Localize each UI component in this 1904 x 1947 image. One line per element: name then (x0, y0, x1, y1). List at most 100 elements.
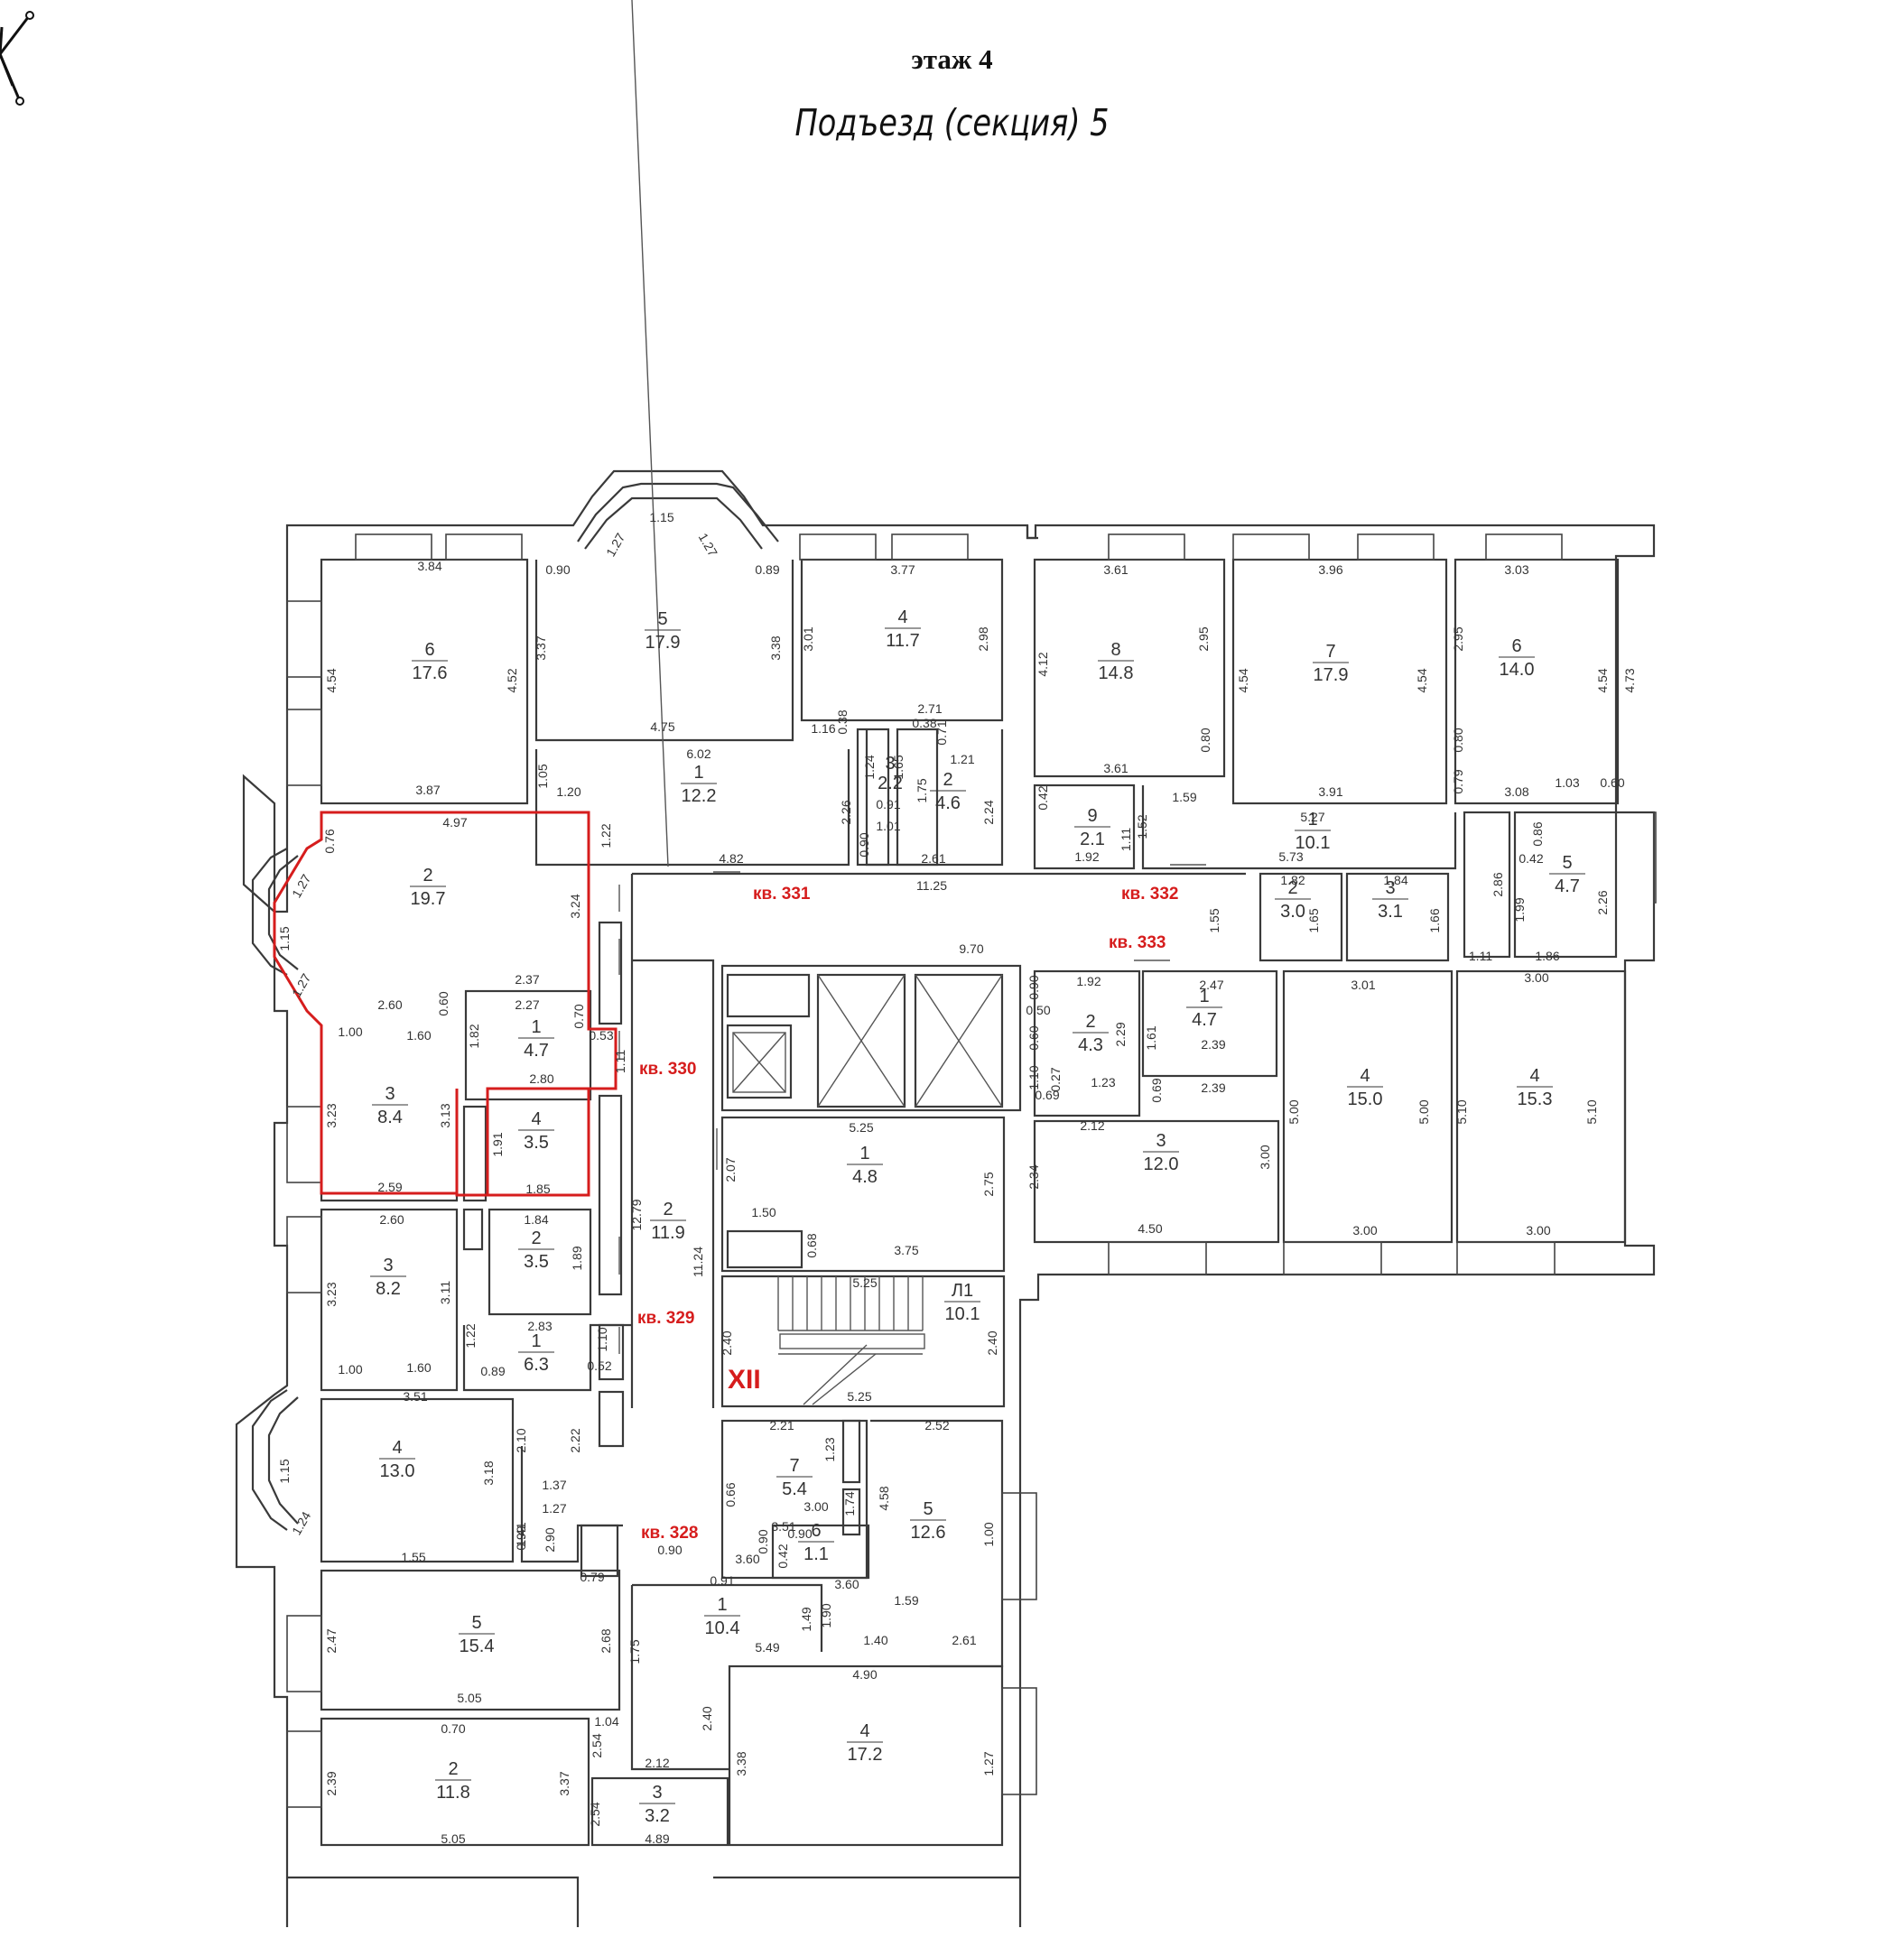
dimension-label: 2.47 (324, 1628, 339, 1653)
svg-text:19.7: 19.7 (411, 889, 446, 909)
dimension-label: 2.60 (379, 1212, 404, 1227)
dimension-label: 4.75 (650, 719, 674, 734)
dimension-label: 0.90 (857, 832, 871, 857)
svg-text:4.3: 4.3 (1078, 1035, 1103, 1055)
dimension-label: 1.60 (406, 1028, 431, 1043)
dimension-label: 2.26 (839, 800, 853, 824)
room-label: 110.4 (704, 1595, 740, 1638)
dimension-label: 0.89 (755, 562, 779, 577)
dimension-label: 3.23 (324, 1282, 339, 1306)
dimension-label: 2.61 (921, 851, 945, 866)
apartment-label-328: кв. 328 (641, 1524, 698, 1543)
dimension-label: 2.80 (529, 1071, 553, 1086)
dimension-label: 1.10 (1026, 1065, 1041, 1089)
interior-walls (287, 558, 1627, 1927)
entrance-title: Подъезд (секция) 5 (794, 101, 1110, 144)
walls (235, 469, 1656, 1927)
dimension-label: 4.97 (442, 815, 467, 830)
dimension-label: 12.79 (629, 1199, 644, 1230)
dimension-label: 1.22 (599, 823, 613, 848)
dimension-label: 1.74 (842, 1491, 857, 1516)
dimension-label: 1.27 (542, 1501, 566, 1516)
dimension-label: 3.60 (834, 1577, 859, 1591)
dimension-label: 2.95 (1451, 626, 1465, 651)
svg-text:2.1: 2.1 (1080, 830, 1105, 849)
dimension-label: 0.90 (1026, 975, 1041, 999)
dimension-label: 3.11 (438, 1281, 452, 1304)
svg-text:3.2: 3.2 (645, 1806, 670, 1826)
dimension-label: 1.99 (1512, 897, 1527, 922)
svg-text:7: 7 (789, 1456, 799, 1476)
svg-text:3.5: 3.5 (524, 1133, 549, 1153)
dimension-label: 3.75 (894, 1243, 918, 1257)
svg-text:3.0: 3.0 (1280, 902, 1305, 922)
dimension-label: 1.92 (1074, 849, 1099, 864)
room-label: 211.9 (650, 1200, 686, 1243)
dimension-label: 0.80 (1198, 728, 1212, 752)
dimension-label: 1.23 (822, 1437, 837, 1461)
room-label: 33.1 (1372, 878, 1408, 922)
dimension-label: 0.60 (1600, 775, 1624, 790)
svg-text:6: 6 (1511, 636, 1521, 656)
dimension-label: 0.86 (1530, 821, 1545, 846)
dimension-label: 1.27 (289, 872, 314, 901)
dimension-label: 3.61 (1103, 562, 1128, 577)
svg-text:4.7: 4.7 (1192, 1010, 1217, 1030)
dimension-label: 2.90 (543, 1527, 557, 1552)
dimension-label: 2.26 (1595, 890, 1610, 914)
room-label: 61.1 (798, 1521, 834, 1564)
dimension-label: 1.04 (594, 1714, 618, 1729)
svg-text:11.7: 11.7 (886, 631, 919, 651)
dimension-label: 0.42 (776, 1544, 790, 1568)
dimension-label: 1.50 (751, 1205, 776, 1219)
svg-text:3: 3 (383, 1256, 393, 1275)
svg-text:2: 2 (1085, 1012, 1095, 1032)
dimension-label: 0.90 (787, 1526, 812, 1541)
dimension-label: 4.54 (324, 668, 339, 692)
svg-text:1: 1 (859, 1144, 869, 1164)
room-label: 517.9 (645, 609, 681, 653)
dimension-label: 2.27 (515, 997, 539, 1012)
svg-text:14.8: 14.8 (1099, 663, 1134, 683)
room-label: 312.0 (1143, 1131, 1179, 1174)
dimension-label: 1.27 (603, 531, 628, 560)
room-label: 417.2 (847, 1721, 883, 1765)
svg-text:6.3: 6.3 (524, 1355, 549, 1375)
dimension-label: 0.89 (480, 1364, 505, 1378)
svg-text:5: 5 (1562, 853, 1572, 873)
dimension-label: 2.39 (324, 1771, 339, 1795)
dimension-label: 1.90 (819, 1603, 833, 1627)
svg-text:8.4: 8.4 (377, 1108, 403, 1127)
dimension-label: 0.76 (322, 829, 337, 853)
dimension-label: 0.27 (1048, 1067, 1063, 1091)
dimension-label: 2.83 (527, 1319, 552, 1333)
svg-text:12.2: 12.2 (682, 786, 717, 806)
dimension-label: 0.50 (1026, 1003, 1050, 1017)
dimension-label: 6.02 (686, 746, 711, 761)
dimension-label: 1.52 (1135, 814, 1149, 839)
svg-text:5.4: 5.4 (782, 1479, 807, 1499)
dimension-label: 3.00 (1526, 1223, 1550, 1238)
dimension-label: 2.21 (769, 1418, 794, 1432)
dimension-label: 2.59 (377, 1180, 402, 1194)
dimension-label: 1.27 (981, 1751, 996, 1775)
dimension-label: 2.61 (952, 1633, 976, 1647)
dimension-label: 2.54 (588, 1802, 602, 1826)
dimension-label: 3.37 (557, 1771, 571, 1795)
dimension-label: 0.99 (514, 1525, 528, 1550)
dimension-label: 2.47 (1199, 978, 1223, 992)
room-label: 92.1 (1074, 806, 1110, 849)
dimension-label: 1.00 (981, 1522, 996, 1546)
dimension-label: 0.90 (545, 562, 570, 577)
room-label: 38.2 (370, 1256, 406, 1299)
dimension-label: 2.52 (924, 1418, 949, 1432)
dimension-label: 4.54 (1236, 668, 1250, 692)
dimension-label: 0.91 (710, 1573, 734, 1588)
dimension-label: 2.34 (1026, 1164, 1041, 1189)
dimension-label: 1.66 (1427, 908, 1442, 932)
svg-text:10.1: 10.1 (1296, 833, 1331, 853)
room-label: 23.0 (1275, 878, 1311, 922)
svg-text:4: 4 (531, 1109, 541, 1129)
svg-text:1: 1 (1307, 810, 1317, 830)
dimension-label: 2.24 (981, 800, 996, 824)
